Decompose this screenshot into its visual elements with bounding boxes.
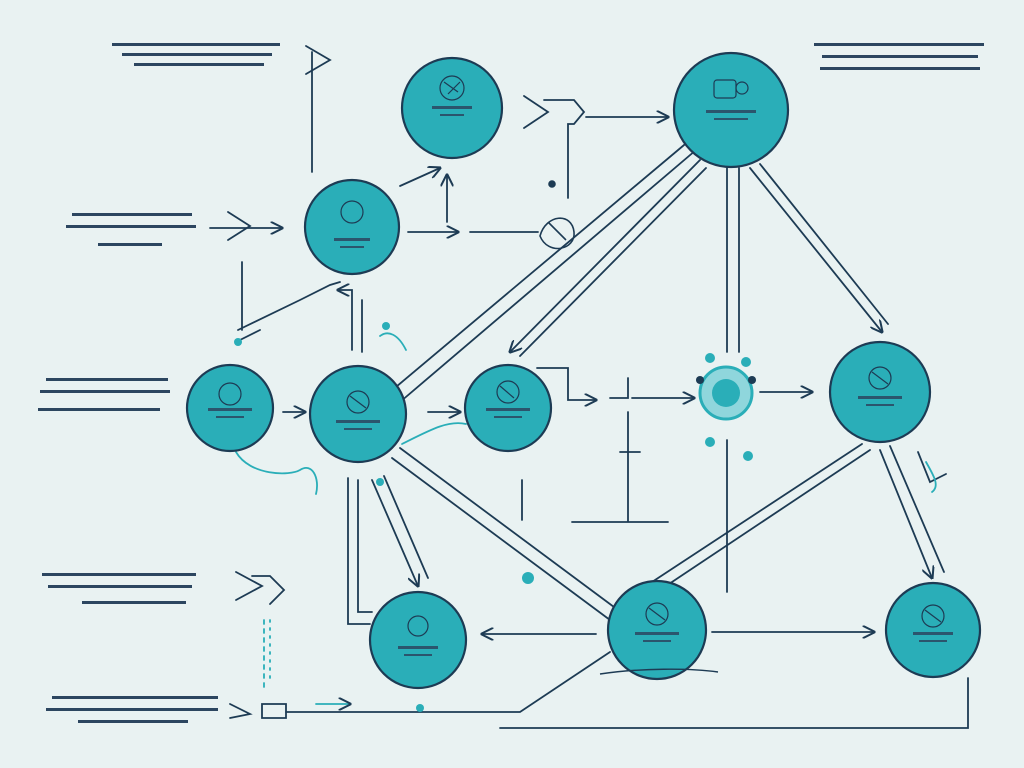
globe-icon [921, 604, 945, 628]
connector-mid-left-to-bottom-center-1 [399, 447, 619, 611]
globe-icon [346, 390, 370, 414]
connector-left-step [237, 261, 341, 331]
connector-mid-right-to-bottom-center-2 [651, 443, 863, 583]
junction-knot-icon [539, 180, 575, 250]
connector-bottom-return [285, 651, 611, 713]
connector-mid-right-to-bottom-right-2 [889, 445, 945, 573]
globe-icon [218, 382, 242, 406]
connector-bracket [521, 411, 669, 523]
connectors [209, 45, 969, 729]
globe-icon [645, 602, 669, 626]
connector-diagonal-a2 [399, 149, 697, 403]
node-bottom-center [606, 579, 708, 681]
connector-top-right-to-mid-right-1 [749, 167, 882, 332]
circle-icon [407, 615, 429, 637]
connector-left-diag-2 [383, 475, 429, 579]
connector-diagonal-b2 [519, 167, 707, 357]
globe-icon [439, 75, 465, 101]
connector-left-double-1 [347, 477, 371, 625]
connector-diagonal-a1 [389, 139, 691, 393]
connector-side-chevron [227, 211, 252, 241]
node-mid-right [828, 340, 932, 444]
globe-icon [496, 380, 520, 404]
node-icons [218, 75, 945, 637]
connector-lower-left-chevron [235, 571, 286, 605]
connector-mid-right-to-bottom-center-1 [659, 449, 871, 591]
note-left-lower [42, 573, 196, 604]
node-caption-scribbles [208, 106, 953, 656]
node-mid-left [308, 364, 408, 464]
connector-bottom-left-bracket [261, 703, 287, 719]
people-icon [713, 79, 749, 99]
connector-bottom-return-long [499, 677, 969, 729]
accent-lines [235, 332, 937, 704]
connector-mid-left-to-bottom-center-2 [391, 457, 611, 621]
accent-dots [234, 322, 534, 712]
accent-curve-mid [401, 422, 467, 445]
gear-icon [696, 353, 756, 461]
connector-mid-right-tail [917, 451, 947, 484]
ground-shadow [599, 668, 719, 675]
note-left-upper [66, 213, 196, 246]
connector-mid-center-step [536, 367, 596, 400]
connector-left-diag-1 [371, 479, 418, 586]
connector-upper-left-chevron [338, 290, 353, 351]
connector-left-double-2 [357, 479, 373, 613]
note-top-left [112, 43, 280, 66]
connector-top-left-chevron [305, 45, 332, 75]
connector-top-right-to-mid-right-2 [759, 163, 889, 325]
connector-bottom-left-arrow-out [229, 703, 253, 719]
note-left-middle [38, 378, 170, 411]
connector-diagonal-b1 [510, 159, 701, 352]
globe-icon [868, 366, 892, 390]
connector-top-chevron-2 [523, 95, 586, 199]
nodes [185, 51, 982, 690]
note-bottom-left [46, 696, 218, 723]
circle-icon [340, 200, 364, 224]
node-bottom-right [884, 581, 982, 679]
connector-step-to-hub [609, 377, 694, 398]
note-top-right [814, 43, 984, 70]
node-bottom-left [368, 590, 468, 690]
accent-curve-upper [379, 332, 407, 351]
accent-mid-right-tail [925, 461, 937, 493]
connector-upper-left-to-top-center [399, 168, 440, 187]
node-upper-left [303, 178, 401, 276]
accent-curve-left [235, 451, 318, 495]
connector-mid-right-to-bottom-right-1 [879, 449, 932, 578]
